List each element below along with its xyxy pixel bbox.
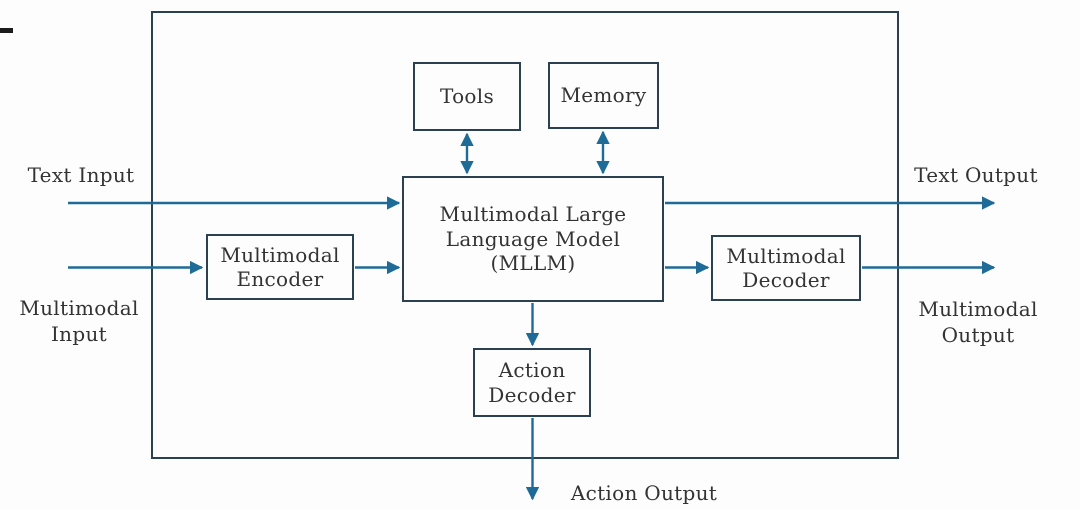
agent-boundary-frame — [151, 11, 899, 459]
multimodal-output-label: Multimodal Output — [918, 297, 1038, 348]
action-output-label: Action Output — [570, 481, 718, 505]
text-output-label: Text Output — [914, 163, 1038, 187]
text-input-label: Text Input — [27, 163, 135, 187]
multimodal-decoder-node: Multimodal Decoder — [711, 235, 861, 301]
action-decoder-node: Action Decoder — [473, 348, 591, 417]
mllm-node: Multimodal Large Language Model (MLLM) — [402, 176, 664, 302]
multimodal-input-label: Multimodal Input — [19, 296, 139, 347]
memory-node: Memory — [548, 62, 659, 129]
tools-node: Tools — [413, 62, 521, 131]
stray-scan-mark — [0, 28, 13, 33]
multimodal-encoder-node: Multimodal Encoder — [206, 234, 354, 300]
